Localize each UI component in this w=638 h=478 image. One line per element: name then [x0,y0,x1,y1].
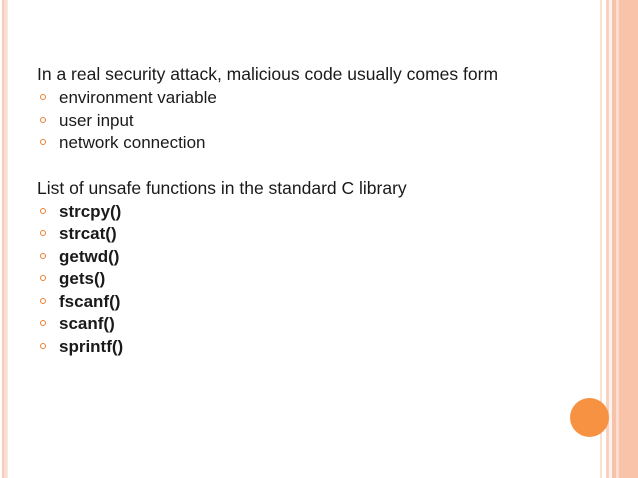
right-border-stripe-7 [619,0,638,478]
orange-circle-decoration [570,398,609,437]
list-item: gets() [37,268,557,291]
list-item-label: environment variable [59,88,217,107]
hollow-circle-bullet-icon [40,252,46,259]
hollow-circle-bullet-icon [40,297,46,304]
list-item: scanf() [37,313,557,336]
left-border-stripe-inner [7,0,8,478]
hollow-circle-bullet-icon [40,139,46,145]
right-border-stripe-5 [612,0,616,478]
right-border-stripe-2 [603,0,606,478]
right-border-stripe-3 [606,0,609,478]
list-item-label: user input [59,110,134,130]
list-item-label: strcat() [59,224,117,243]
list-item-label: getwd() [59,246,120,266]
list-item: fscanf() [37,291,557,314]
section-one-bullet-list: environment variable user input network … [37,87,557,155]
list-item-label: fscanf() [59,291,121,311]
list-item: user input [37,110,557,133]
hollow-circle-bullet-icon [40,94,46,100]
section-two-bullet-list: strcpy() strcat() getwd() gets() fscanf(… [37,201,557,359]
list-item: environment variable [37,87,557,110]
section-spacer [37,155,557,177]
slide-content: In a real security attack, malicious cod… [37,63,557,358]
list-item: strcpy() [37,201,557,224]
left-border-stripe-middle [4,0,7,478]
hollow-circle-bullet-icon [40,342,46,349]
list-item-label: gets() [59,269,106,288]
hollow-circle-bullet-icon [40,230,46,236]
list-item: strcat() [37,223,557,246]
hollow-circle-bullet-icon [40,320,46,326]
section-two-lead-text: List of unsafe functions in the standard… [37,177,407,198]
list-item-label: sprintf() [59,336,124,356]
section-one-lead-text: In a real security attack, malicious cod… [37,64,499,84]
list-item-label: network connection [59,133,206,152]
right-border-stripe-4 [609,0,612,478]
list-item-label: scanf() [59,314,115,333]
list-item: sprintf() [37,336,557,359]
list-item-label: strcpy() [59,201,122,221]
list-item: network connection [37,132,557,155]
right-border-stripe-1 [600,0,602,478]
hollow-circle-bullet-icon [40,116,46,123]
right-border-stripe-6 [616,0,619,478]
hollow-circle-bullet-icon [40,207,46,214]
hollow-circle-bullet-icon [40,275,46,281]
list-item: getwd() [37,246,557,269]
left-border-stripe-outer [2,0,4,478]
